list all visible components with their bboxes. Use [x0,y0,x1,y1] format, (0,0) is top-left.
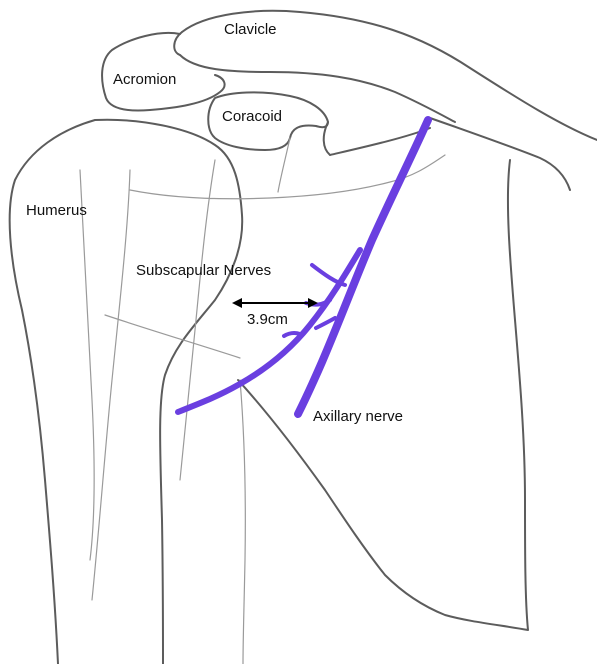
clavicle-label: Clavicle [224,22,277,37]
coracoid-label: Coracoid [222,109,282,124]
nerve-twig-3 [316,318,335,328]
subscapular-nerves-label: Subscapular Nerves [136,263,271,278]
clavicle-end [174,32,182,55]
humerus-label: Humerus [26,203,87,218]
distance-arrow [232,298,318,308]
acromion-label: Acromion [113,72,176,87]
bone-contour-lines [80,138,445,664]
axillary-nerve-label: Axillary nerve [313,409,403,424]
nerve-twig-1 [312,265,345,285]
distance-label: 3.9cm [247,312,288,327]
scapula-outline [238,118,570,630]
